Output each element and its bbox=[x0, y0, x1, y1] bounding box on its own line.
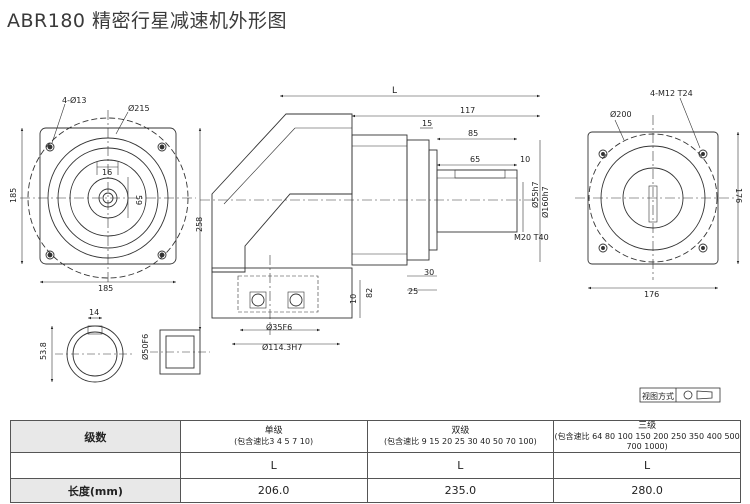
side-dim-65: 65 bbox=[470, 155, 480, 164]
length-cell: 206.0 bbox=[179, 478, 368, 503]
stage-ratios: (包含速比 9 15 20 25 30 40 50 70 100) bbox=[383, 437, 537, 446]
input-bore-label: Ø50F6 bbox=[140, 334, 150, 360]
projection-cone-icon bbox=[696, 390, 713, 400]
drawing-title: ABR180 精密行星减速机外形图 bbox=[7, 10, 288, 32]
stage-name: 三级 bbox=[638, 421, 657, 431]
input-height-label: 53.8 bbox=[39, 342, 48, 360]
input-housing bbox=[211, 267, 353, 319]
stage-ratios: (包含速比 64 80 100 150 200 250 350 400 500 … bbox=[554, 432, 740, 451]
stage-row-label: 级数 bbox=[10, 420, 181, 453]
input-key-label: 14 bbox=[89, 308, 99, 317]
symbol-cell: L bbox=[366, 452, 555, 479]
side-dim-117: 117 bbox=[460, 106, 475, 115]
side-dim-85: 85 bbox=[468, 129, 478, 138]
side-height-258: 258 bbox=[195, 217, 204, 232]
spec-table: 级数 单级(包含速比3 4 5 7 10) 双级(包含速比 9 15 20 25… bbox=[10, 420, 741, 503]
flange-pcd-label: Ø200 bbox=[610, 109, 632, 119]
symbol-cell: L bbox=[179, 452, 368, 479]
side-view bbox=[198, 94, 541, 346]
flange-height-label: 176 bbox=[734, 188, 743, 203]
right-angle-housing bbox=[211, 113, 353, 273]
length-cell: 235.0 bbox=[366, 478, 555, 503]
front-key-width: 16 bbox=[102, 168, 112, 177]
side-dim-10: 10 bbox=[520, 155, 530, 164]
length-cell: 280.0 bbox=[553, 478, 741, 503]
front-pcd-label: Ø215 bbox=[128, 103, 150, 113]
symbol-cell: L bbox=[553, 452, 741, 479]
side-total-length: L bbox=[392, 86, 397, 96]
front-key-height: 59 bbox=[134, 195, 143, 205]
stage-name: 单级 bbox=[264, 426, 283, 436]
flange-mount-holes bbox=[598, 149, 708, 253]
technical-drawing: 4-Ø13 Ø215 16 59 185 185 bbox=[9, 86, 743, 403]
front-mount-holes bbox=[45, 142, 167, 260]
length-row-label: 长度(mm) bbox=[10, 478, 181, 503]
front-hole-label: 4-Ø13 bbox=[62, 95, 86, 105]
side-shaft-dia: Ø55h7 bbox=[530, 181, 540, 208]
stage-col-2: 双级(包含速比 9 15 20 25 30 40 50 70 100) bbox=[366, 420, 555, 453]
side-pilot-dia: Ø160h7 bbox=[540, 186, 550, 218]
flange-view bbox=[575, 97, 740, 290]
input-detail bbox=[50, 316, 210, 383]
side-thread: M20 T40 bbox=[514, 233, 549, 242]
side-dim-30: 30 bbox=[424, 268, 434, 277]
stage-col-3: 三级(包含速比 64 80 100 150 200 250 350 400 50… bbox=[553, 420, 741, 453]
stage-name: 双级 bbox=[451, 426, 470, 436]
front-view bbox=[20, 103, 196, 285]
view-method-box bbox=[639, 387, 721, 403]
side-dim-25: 25 bbox=[408, 287, 418, 296]
symbol-row-label bbox=[10, 452, 181, 479]
output-shaft bbox=[436, 169, 518, 233]
flange-width-label: 176 bbox=[644, 290, 659, 299]
side-dim-15: 15 bbox=[422, 119, 432, 128]
stage-ratios: (包含速比3 4 5 7 10) bbox=[234, 437, 314, 446]
side-bore-114: Ø114.3H7 bbox=[262, 342, 302, 352]
side-dim-10b: 10 bbox=[349, 294, 358, 304]
projection-symbol-icon bbox=[683, 390, 693, 400]
view-method-label: 视图方式 bbox=[642, 391, 674, 401]
side-dim-82: 82 bbox=[365, 288, 374, 298]
flange-thread-label: 4-M12 T24 bbox=[650, 89, 693, 98]
side-bore-35: Ø35F6 bbox=[266, 322, 292, 332]
front-width-label: 185 bbox=[98, 284, 113, 293]
front-height-label: 185 bbox=[9, 188, 18, 203]
stage-col-1: 单级(包含速比3 4 5 7 10) bbox=[179, 420, 368, 453]
